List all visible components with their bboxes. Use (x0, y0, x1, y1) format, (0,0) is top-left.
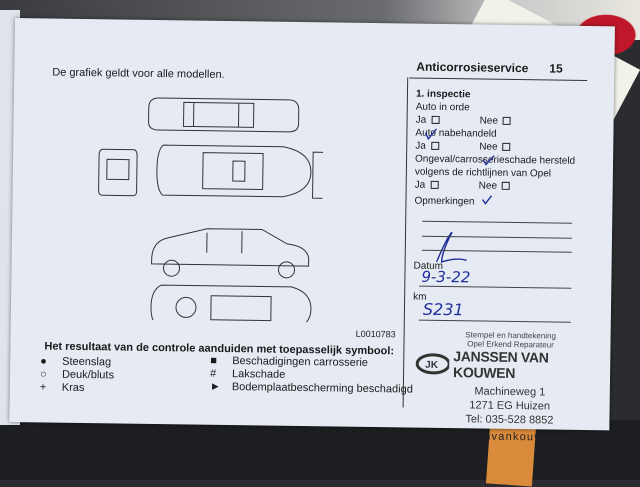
hash-icon: # (209, 367, 217, 380)
handwritten-checkmarks (424, 128, 495, 263)
header-rule (409, 77, 588, 81)
date-value: 9-3-22 (421, 267, 471, 287)
plus-icon: + (39, 381, 47, 394)
check-mark-icon (481, 195, 493, 205)
legend-column-left: ●Steenslag ○Deuk/bluts +Kras (40, 355, 115, 395)
check-mark-icon (424, 128, 438, 141)
car-underbody-view (150, 284, 312, 323)
km-value: S231 (422, 299, 464, 320)
km-line (418, 319, 571, 323)
filled-circle-icon: ● (40, 355, 47, 368)
intro-text: De grafiek geldt voor alle modellen. (52, 66, 225, 81)
car-side-view (151, 228, 310, 279)
dealer-phone: Tel: 035-528 8852 (465, 413, 554, 427)
legend-item: ►Bodemplaatbescherming beschadigd (209, 380, 413, 396)
page-title: Anticorrosieservice (416, 59, 529, 76)
legend-item: ○Deuk/bluts (39, 368, 115, 382)
car-front-view (98, 148, 138, 197)
page-number: 15 (549, 61, 563, 76)
dealer-logo-icon: JK (415, 353, 450, 375)
car-underside-top-view (148, 97, 300, 133)
filled-square-icon: ■ (210, 354, 217, 367)
dealer-name: JANSSEN VAN KOUWEN (453, 348, 549, 382)
legend-item: +Kras (39, 381, 85, 395)
booklet-page: De grafiek geldt voor alle modellen. Ant… (9, 18, 615, 444)
legend-column-right: ■Beschadigingen carrosserie #Lakschade ►… (210, 355, 414, 397)
dealer-stamp: Stempel en handtekening Opel Erkend Repa… (414, 330, 606, 445)
car-diagram (98, 97, 324, 323)
svg-text:JK: JK (425, 360, 439, 371)
car-top-view (156, 144, 312, 198)
check-mark-icon (482, 155, 495, 166)
legend-item: ●Steenslag (40, 355, 112, 369)
open-circle-icon: ○ (39, 368, 47, 381)
car-rear-view (312, 151, 324, 199)
diagram-reference: L0010783 (355, 328, 396, 340)
signature (435, 231, 467, 263)
triangle-right-icon: ► (209, 380, 221, 393)
